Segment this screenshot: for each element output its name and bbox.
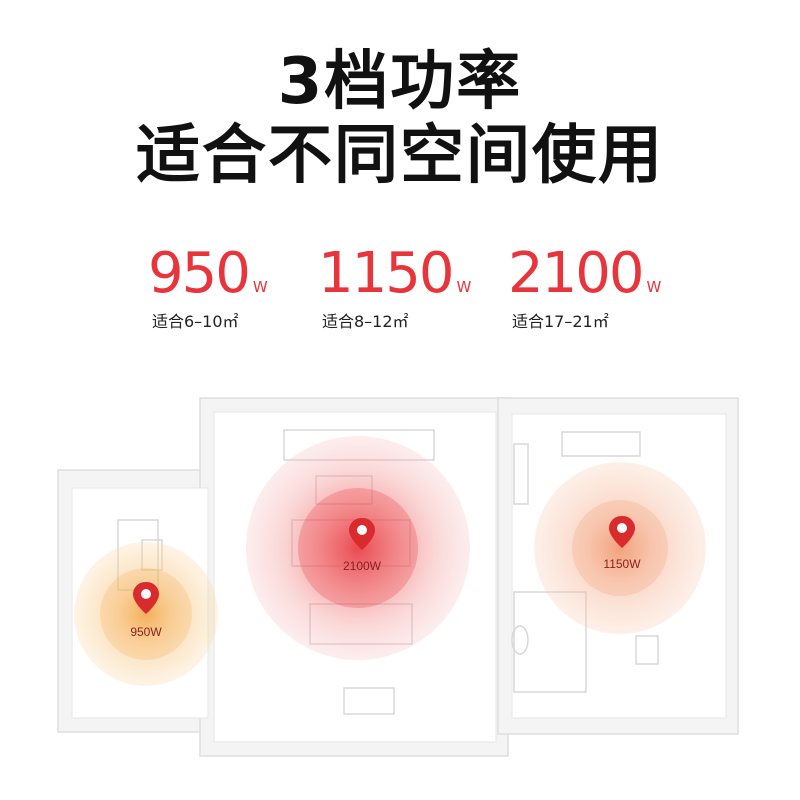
location-pin-icon [609,516,635,548]
marker-label-2100: 2100W [343,559,382,573]
power-suitable-area: 适合17–21㎡ [512,312,609,331]
heat-zone-1150 [534,462,706,634]
headline-line1: 3档功率 [277,45,523,119]
power-unit: W [646,278,662,296]
marker-label-1150: 1150W [603,557,641,571]
power-suitable-area: 适合6–10㎡ [152,312,239,331]
power-value: 1150 [318,241,455,306]
power-suitable-area: 适合8–12㎡ [322,312,409,331]
heat-zone-2100 [246,436,470,660]
power-unit: W [456,278,472,296]
power-value: 2100 [508,241,645,306]
headline-line2: 适合不同空间使用 [136,119,664,193]
location-pin-icon [349,518,375,550]
marker-label-950: 950W [130,625,162,639]
location-pin-icon [133,582,159,614]
power-unit: W [252,278,268,296]
power-value: 950 [148,241,251,306]
